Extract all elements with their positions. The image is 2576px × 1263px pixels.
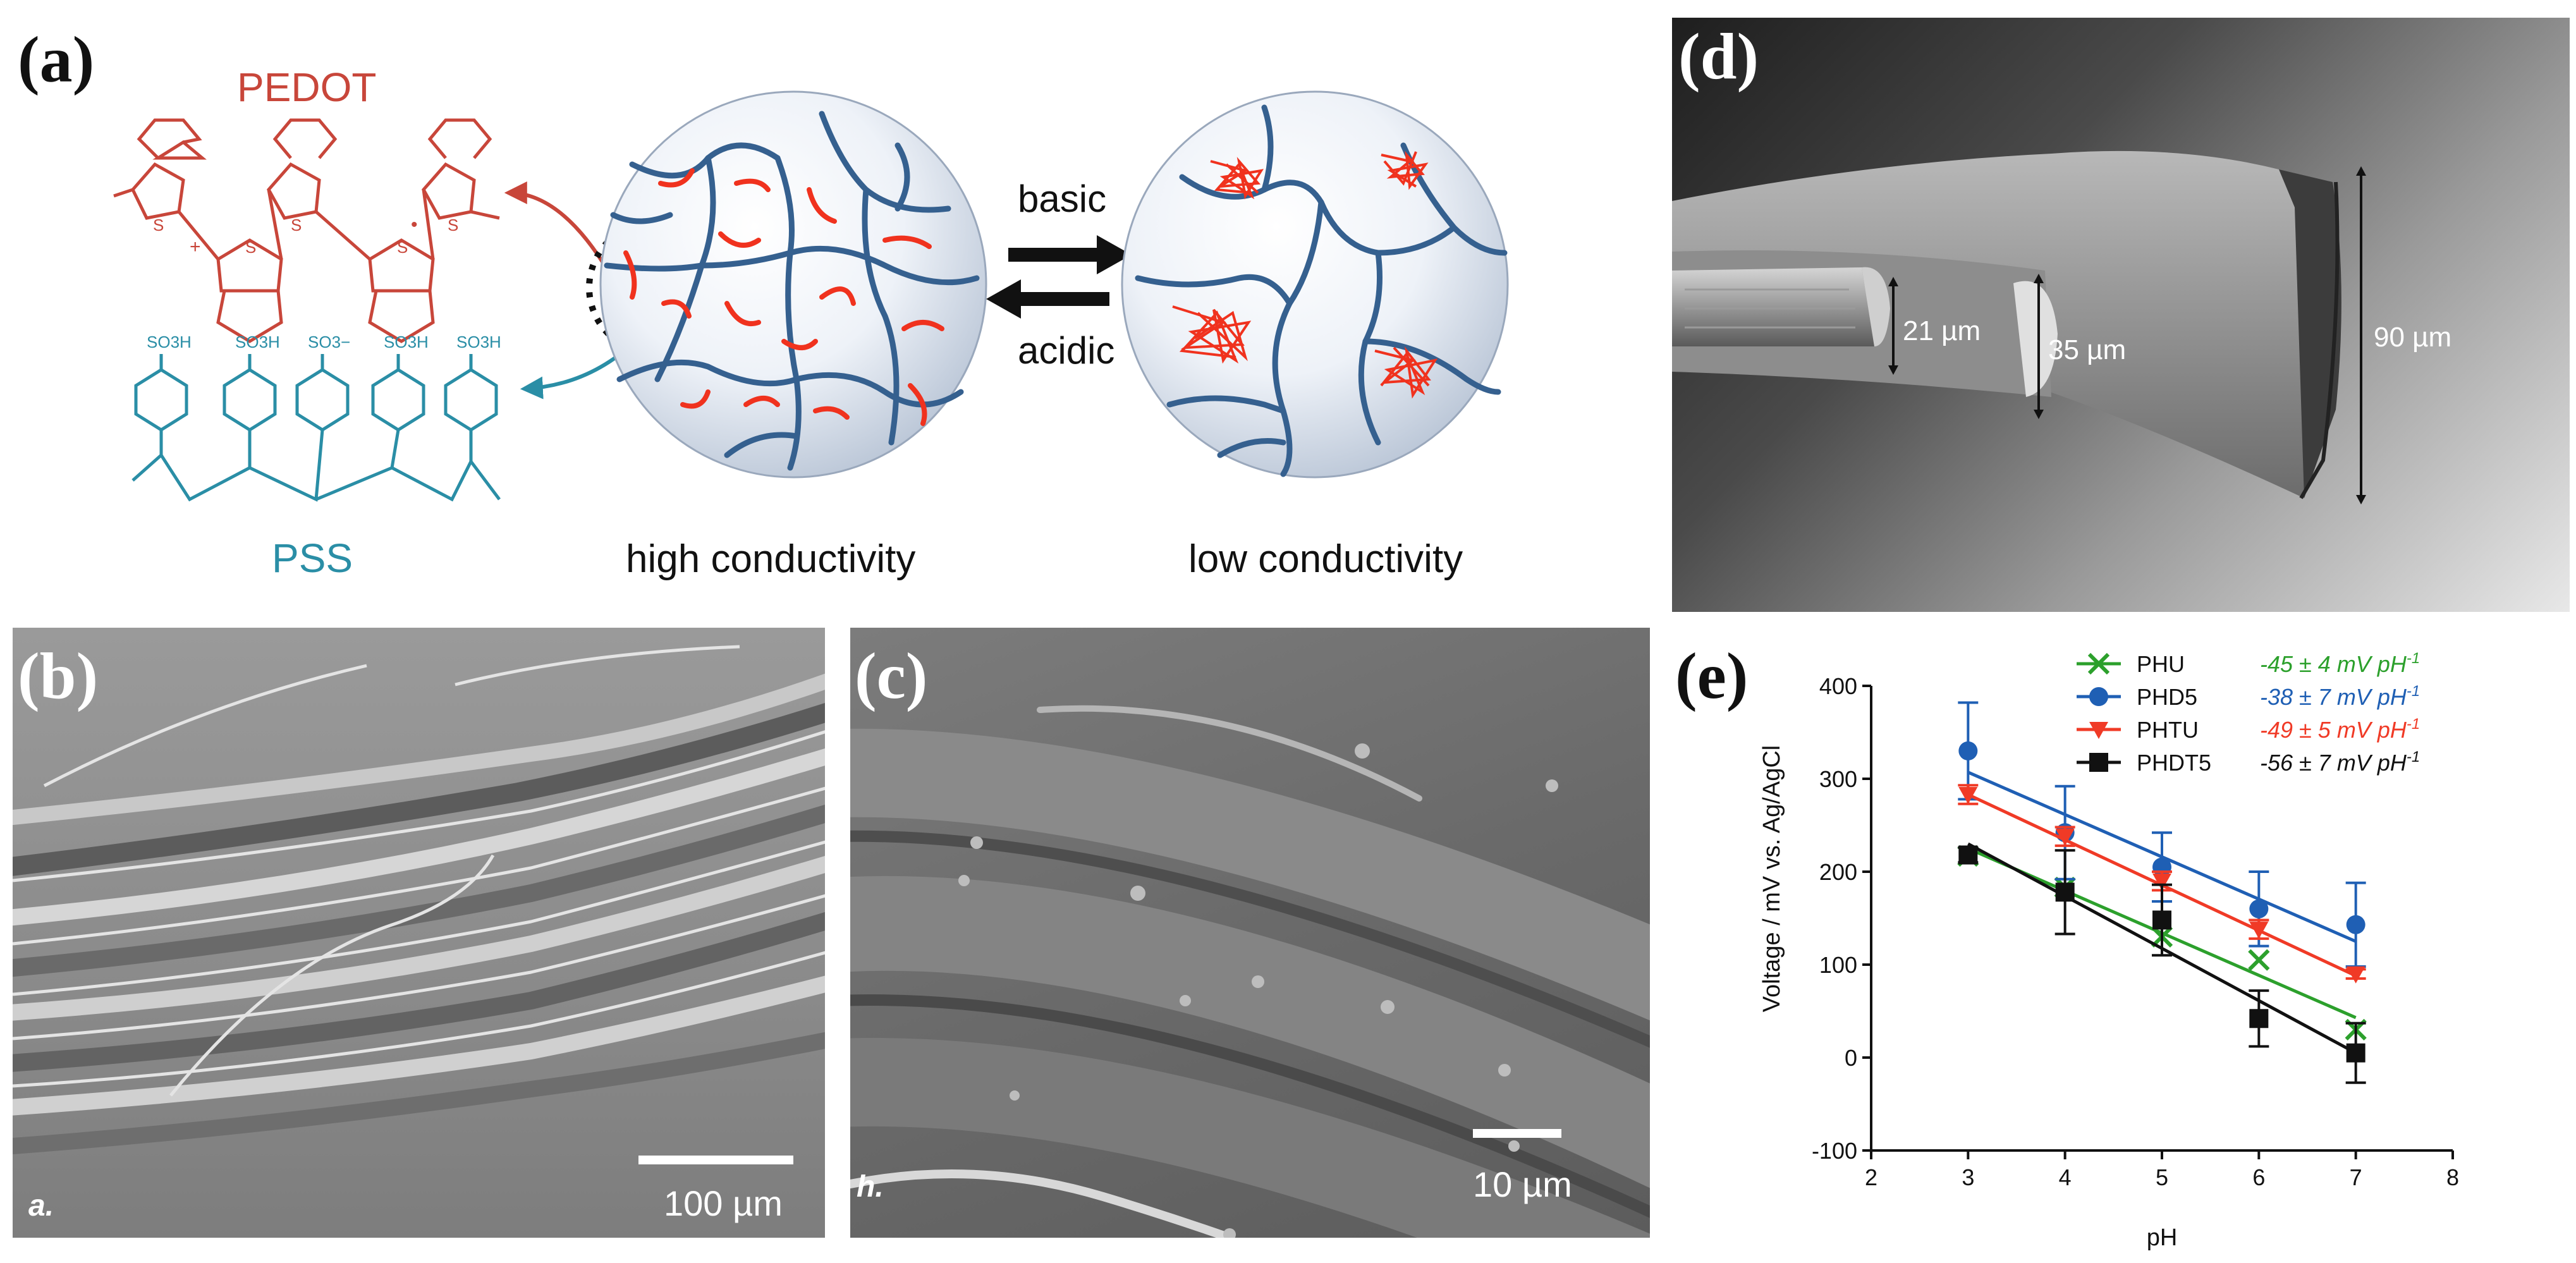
- legend-item-phd5: PHD5 -38 ± 7 mV pH-1: [2077, 683, 2420, 710]
- panel-e-chart: Voltage / mV vs. Ag/AgCl pH -100 0 100 200 3…: [1759, 650, 2459, 1251]
- data-point-phd5: [2346, 915, 2365, 934]
- s-atom-1: S: [153, 216, 164, 235]
- data-point-phtu: [2055, 829, 2075, 846]
- dim-90um: 90 µm: [2374, 322, 2451, 353]
- so3h-5: SO3H: [456, 333, 501, 351]
- scale-text-c: 10 µm: [1473, 1164, 1572, 1204]
- s-atom-5: S: [448, 216, 458, 235]
- pedot-plus: +: [190, 236, 201, 257]
- low-conductivity-label: low conductivity: [1188, 537, 1463, 581]
- y-tick-label: 0: [1845, 1045, 1857, 1071]
- pedot-structure: [113, 118, 500, 343]
- legend-marker: [2089, 687, 2108, 706]
- panel-a-label: (a): [18, 23, 95, 96]
- corner-letter-c: h.: [857, 1170, 884, 1204]
- x-tick-label: 2: [1865, 1164, 1877, 1190]
- panel-c-sem-image: 10 µm h.: [850, 628, 1650, 1238]
- legend-marker: [2089, 722, 2108, 739]
- panel-b-sem-image: 100 µm a.: [13, 628, 825, 1238]
- x-tick-label: 8: [2446, 1164, 2459, 1190]
- equilibrium-arrows: [986, 235, 1132, 319]
- scale-bar-c: [1473, 1129, 1561, 1138]
- dim-21um: 21 µm: [1903, 315, 1981, 346]
- y-axis-label: Voltage / mV vs. Ag/AgCl: [1759, 745, 1785, 1012]
- y-tick-label: 200: [1819, 859, 1857, 885]
- data-point-phtu: [2346, 966, 2365, 984]
- x-tick-label: 7: [2350, 1164, 2362, 1190]
- legend-slope: -56 ± 7 mV pH-1: [2260, 748, 2420, 776]
- legend-marker: [2087, 652, 2110, 675]
- panel-c-label: (c): [855, 640, 928, 712]
- s-atom-2: S: [245, 238, 256, 257]
- x-axis-label: pH: [2147, 1224, 2178, 1251]
- data-point-phd5: [1958, 741, 1978, 760]
- x-tick-label: 4: [2059, 1164, 2072, 1190]
- legend-item-phdt5: PHDT5 -56 ± 7 mV pH-1: [2077, 748, 2420, 776]
- pss-label: PSS: [272, 535, 353, 581]
- legend-slope: -49 ± 5 mV pH-1: [2260, 716, 2420, 743]
- legend-slope: -38 ± 7 mV pH-1: [2260, 683, 2420, 710]
- y-tick-label: 300: [1819, 766, 1857, 792]
- panel-b-label: (b): [18, 640, 99, 712]
- acidic-label: acidic: [1018, 329, 1114, 372]
- panel-a-diagram: PEDOT S S S S S + • SO3H SO3H SO3− SO3H …: [113, 64, 1509, 581]
- data-point-phtu: [2249, 922, 2269, 939]
- scale-bar-b: [638, 1156, 793, 1164]
- x-tick-label: 3: [1962, 1164, 1974, 1190]
- legend-slope-exponent: -1: [2407, 748, 2420, 766]
- x-tick-label: 5: [2156, 1164, 2168, 1190]
- panel-d-label: (d): [1678, 20, 1759, 93]
- s-atom-3: S: [291, 216, 302, 235]
- legend-slope-exponent: -1: [2407, 683, 2420, 700]
- data-point-phdt5: [2249, 1009, 2269, 1028]
- panel-e-label: (e): [1675, 640, 1749, 712]
- basic-label: basic: [1018, 178, 1106, 220]
- s-atom-4: S: [397, 238, 408, 257]
- legend-name: PHD5: [2137, 684, 2197, 710]
- series-phdt5: [1958, 842, 2366, 1084]
- legend-name: PHDT5: [2137, 750, 2211, 776]
- data-point-phdt5: [1958, 845, 1978, 865]
- data-point-phdt5: [2055, 882, 2075, 902]
- legend-slope: -45 ± 4 mV pH-1: [2260, 650, 2420, 677]
- data-point-phtu: [2152, 873, 2171, 891]
- data-point-phd5: [2249, 899, 2269, 918]
- x-tick-label: 6: [2252, 1164, 2265, 1190]
- y-tick-label: 400: [1819, 673, 1857, 699]
- y-tick-label: 100: [1819, 952, 1857, 978]
- y-tick-label: -100: [1812, 1138, 1857, 1164]
- data-point-phu: [2248, 949, 2270, 971]
- data-point-phdt5: [2152, 910, 2171, 930]
- pss-structure: [131, 354, 501, 502]
- pedot-dot: •: [411, 214, 418, 235]
- so3h-1: SO3H: [147, 333, 192, 351]
- panel-d-sem-image: 21 µm 35 µm 90 µm: [1672, 18, 2570, 612]
- data-point-phdt5: [2346, 1043, 2365, 1063]
- legend-item-phu: PHU -45 ± 4 mV pH-1: [2077, 650, 2420, 677]
- so3h-2: SO3H: [235, 333, 280, 351]
- legend-marker: [2089, 753, 2108, 772]
- legend-name: PHU: [2137, 651, 2185, 677]
- legend-name: PHTU: [2137, 717, 2199, 743]
- low-conductivity-sphere: [1121, 90, 1509, 479]
- scale-text-b: 100 µm: [664, 1183, 783, 1223]
- legend-slope-exponent: -1: [2407, 650, 2420, 667]
- so3minus-3: SO3−: [308, 333, 350, 351]
- high-conductivity-label: high conductivity: [626, 537, 915, 581]
- corner-letter-b: a.: [28, 1189, 54, 1223]
- pedot-label: PEDOT: [237, 64, 376, 110]
- high-conductivity-sphere: [599, 90, 987, 479]
- data-point-phtu: [1958, 786, 1978, 804]
- so3h-4: SO3H: [384, 333, 429, 351]
- legend-slope-exponent: -1: [2407, 716, 2420, 733]
- dim-35um: 35 µm: [2048, 334, 2126, 365]
- legend-item-phtu: PHTU -49 ± 5 mV pH-1: [2077, 716, 2420, 743]
